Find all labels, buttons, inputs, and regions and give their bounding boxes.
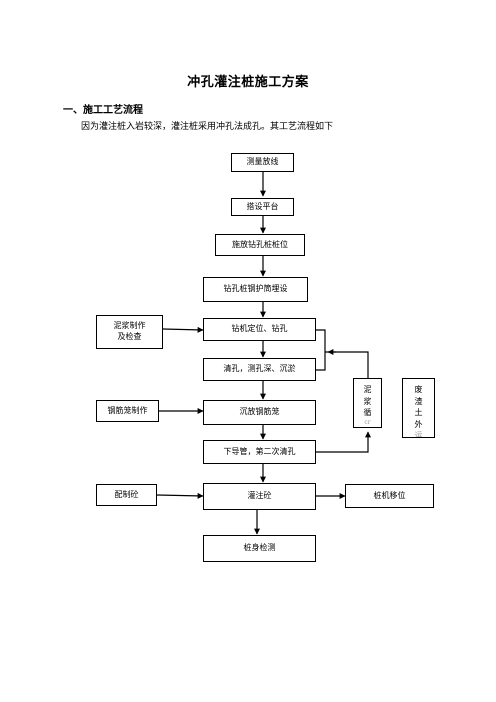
step-5-label: 钻机定位、钻孔 bbox=[231, 324, 288, 334]
waste-removal-box: 废 渣 土 外 运 bbox=[402, 378, 435, 438]
waste-char-4: 外 bbox=[414, 419, 423, 429]
arrow-second-clean-to-mud bbox=[316, 431, 371, 453]
step-6-box: 清孔，测孔深、沉淤 bbox=[203, 358, 316, 381]
step-9-label: 灌注砼 bbox=[247, 491, 272, 501]
step-9-box: 灌注砼 bbox=[203, 483, 316, 510]
waste-char-5: 运 bbox=[414, 431, 423, 438]
line-to-mud-cycle bbox=[325, 351, 369, 378]
mud-cycle-char-2: 浆 bbox=[363, 396, 372, 406]
step-2-label: 搭设平台 bbox=[246, 201, 279, 211]
concrete-mix-box: 配制砼 bbox=[96, 484, 157, 506]
step-3-box: 施放钻孔桩桩位 bbox=[215, 234, 305, 256]
intro-paragraph: 因为灌注桩入岩较深，灌注桩采用冲孔法成孔。其工艺流程如下 bbox=[81, 122, 334, 132]
bracket-drill-clean bbox=[316, 329, 326, 371]
cage-prep-label: 钢筋笼制作 bbox=[107, 405, 148, 415]
step-1-label: 测量放线 bbox=[246, 157, 279, 167]
rig-move-box: 桩机移位 bbox=[345, 484, 434, 508]
mud-cycle-char-1: 泥 bbox=[363, 385, 372, 394]
step-8-box: 下导管，第二次清孔 bbox=[203, 440, 316, 464]
step-10-label: 桩身检测 bbox=[243, 543, 276, 553]
document-title: 冲孔灌注桩施工方案 bbox=[187, 75, 309, 90]
step-7-box: 沉放钢筋笼 bbox=[203, 400, 316, 425]
arrow-mud-prep bbox=[162, 326, 204, 333]
step-5-box: 钻机定位、钻孔 bbox=[203, 318, 316, 341]
mud-prep-box: 泥浆制作 及检查 bbox=[96, 315, 163, 349]
mud-cycle-char-4: cr bbox=[364, 418, 371, 426]
step-1-box: 测量放线 bbox=[231, 153, 294, 172]
step-8-label: 下导管，第二次清孔 bbox=[223, 446, 296, 456]
mud-prep-line-2: 及检查 bbox=[117, 332, 142, 341]
cage-prep-box: 钢筋笼制作 bbox=[96, 400, 159, 422]
rig-move-label: 桩机移位 bbox=[373, 490, 406, 500]
mud-prep-line-1: 泥浆制作 bbox=[113, 321, 146, 331]
step-4-label: 钻孔桩钢护筒埋设 bbox=[223, 284, 288, 294]
concrete-mix-label: 配制砼 bbox=[114, 489, 139, 499]
step-2-box: 搭设平台 bbox=[231, 198, 294, 216]
waste-char-2: 渣 bbox=[414, 396, 423, 406]
step-10-box: 桩身检测 bbox=[203, 535, 316, 562]
mud-cycle-box: 泥 浆 循 cr bbox=[353, 378, 382, 428]
step-6-label: 清孔，测孔深、沉淤 bbox=[223, 364, 296, 374]
waste-char-1: 废 bbox=[414, 385, 423, 394]
arrow-concrete bbox=[156, 492, 204, 499]
step-4-box: 钻孔桩钢护筒埋设 bbox=[203, 277, 308, 302]
step-7-label: 沉放钢筋笼 bbox=[239, 407, 280, 417]
section-heading: 一、施工工艺流程 bbox=[63, 105, 143, 116]
step-3-label: 施放钻孔桩桩位 bbox=[232, 239, 288, 249]
waste-char-3: 土 bbox=[414, 408, 423, 418]
mud-cycle-char-3: 循 bbox=[363, 408, 372, 418]
